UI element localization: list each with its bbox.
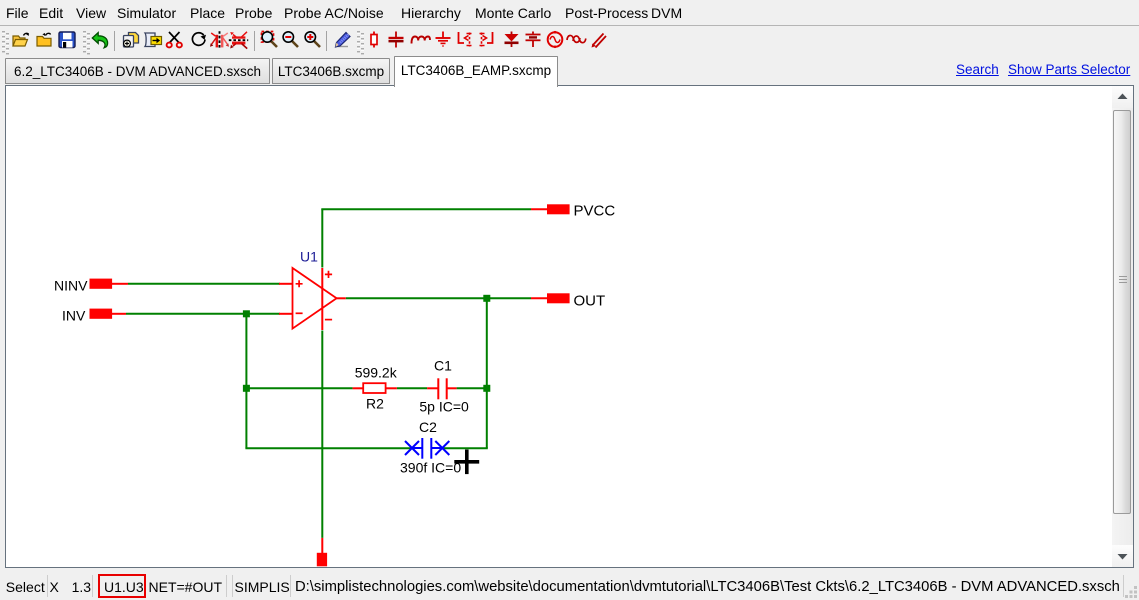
svg-text:NINV: NINV xyxy=(54,278,88,294)
svg-text:PVCC: PVCC xyxy=(574,203,616,220)
svg-text:C2: C2 xyxy=(419,419,437,435)
svg-text:599.2k: 599.2k xyxy=(355,365,398,381)
svg-text:5p IC=0: 5p IC=0 xyxy=(419,398,469,414)
svg-text:U1: U1 xyxy=(300,249,318,265)
svg-text:INV: INV xyxy=(62,308,86,324)
svg-text:R2: R2 xyxy=(366,395,384,411)
svg-text:C1: C1 xyxy=(434,358,452,374)
svg-text:OUT: OUT xyxy=(574,293,606,310)
svg-text:390f IC=0: 390f IC=0 xyxy=(400,459,461,475)
